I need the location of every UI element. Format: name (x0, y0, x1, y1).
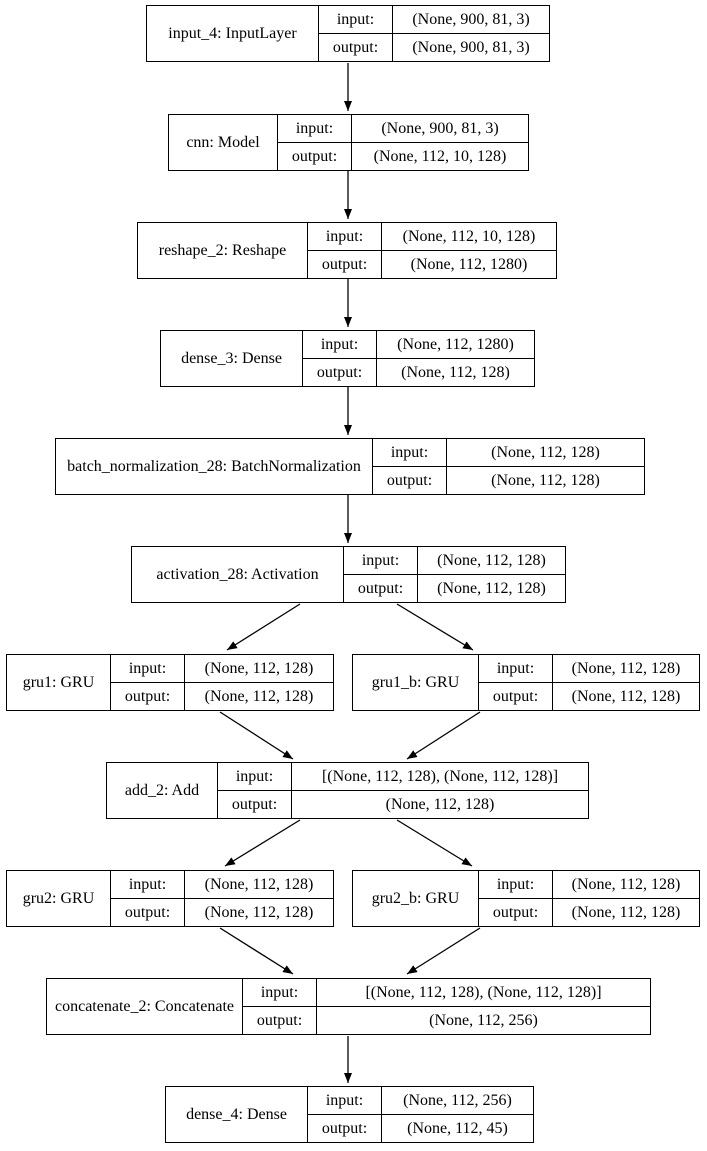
input-shape: (None, 112, 128) (571, 659, 681, 677)
node-batch_normalization_28: batch_normalization_28: BatchNormalizati… (55, 438, 645, 495)
input-label: input: (308, 223, 382, 250)
edge-activation-gru1_b (396, 603, 474, 651)
input-shape: (None, 112, 128) (571, 875, 681, 893)
input-label: input: (479, 871, 553, 898)
output-shape: (None, 112, 128) (204, 903, 314, 921)
input-shape: (None, 112, 1280) (397, 335, 514, 353)
input-label: input: (373, 439, 447, 466)
output-shape: (None, 112, 128) (571, 687, 681, 705)
input-shape: (None, 112, 128) (204, 875, 314, 893)
input-shape: [(None, 112, 128), (None, 112, 128)] (321, 767, 559, 785)
input-label: input: (111, 655, 185, 682)
output-label: output: (479, 683, 553, 710)
output-shape: (None, 112, 128) (491, 471, 600, 489)
output-shape: (None, 112, 128) (385, 795, 495, 813)
layer-name: concatenate_2: Concatenate (47, 979, 243, 1034)
node-cnn: cnn: Model input: (None, 900, 81, 3) out… (168, 114, 529, 171)
node-input_4: input_4: InputLayer input: (None, 900, 8… (146, 5, 550, 62)
edge-add_2-gru2_b (396, 819, 473, 867)
layer-name: reshape_2: Reshape (138, 223, 308, 278)
node-dense_3: dense_3: Dense input: (None, 112, 1280) … (160, 330, 535, 387)
input-label: input: (243, 979, 317, 1006)
input-shape: (None, 112, 128) (204, 659, 314, 677)
output-label: output: (344, 575, 418, 602)
output-label: output: (111, 683, 185, 710)
layer-name: gru2: GRU (7, 871, 111, 926)
output-shape: (None, 112, 256) (429, 1011, 538, 1029)
output-label: output: (373, 467, 447, 494)
output-label: output: (303, 359, 377, 386)
input-shape: (None, 112, 256) (403, 1091, 512, 1109)
layer-name: cnn: Model (169, 115, 278, 170)
output-label: output: (308, 251, 382, 278)
output-label: output: (308, 1115, 382, 1142)
input-label: input: (319, 6, 393, 33)
node-dense_4: dense_4: Dense input: (None, 112, 256) o… (165, 1086, 534, 1143)
node-gru2_b: gru2_b: GRU input: (None, 112, 128) outp… (352, 870, 700, 927)
input-label: input: (308, 1087, 382, 1114)
input-shape: (None, 112, 10, 128) (402, 227, 536, 245)
node-gru2: gru2: GRU input: (None, 112, 128) output… (6, 870, 334, 927)
output-shape: (None, 112, 128) (437, 579, 546, 597)
output-label: output: (278, 143, 352, 170)
node-gru1: gru1: GRU input: (None, 112, 128) output… (6, 654, 334, 711)
edge-gru2_b-concatenate_2 (406, 927, 481, 975)
input-label: input: (278, 115, 352, 142)
edge-activation-gru1 (226, 603, 301, 651)
input-shape: (None, 900, 81, 3) (381, 119, 499, 137)
node-concatenate_2: concatenate_2: Concatenate input: [(None… (46, 978, 651, 1035)
output-label: output: (243, 1007, 317, 1034)
input-label: input: (344, 547, 418, 574)
output-label: output: (319, 34, 393, 61)
layer-name: gru1: GRU (7, 655, 111, 710)
edge-add_2-gru2 (224, 819, 301, 867)
edge-gru1_b-add_2 (406, 711, 481, 760)
output-shape: (None, 900, 81, 3) (412, 38, 530, 56)
node-reshape_2: reshape_2: Reshape input: (None, 112, 10… (137, 222, 557, 279)
output-shape: (None, 112, 128) (571, 903, 681, 921)
output-shape: (None, 112, 128) (401, 363, 510, 381)
layer-name: dense_3: Dense (161, 331, 303, 386)
input-label: input: (111, 871, 185, 898)
edge-gru1-add_2 (219, 711, 294, 760)
layer-name: gru2_b: GRU (353, 871, 479, 926)
layer-name: gru1_b: GRU (353, 655, 479, 710)
layer-name: batch_normalization_28: BatchNormalizati… (56, 439, 373, 494)
layer-name: activation_28: Activation (132, 547, 344, 602)
output-shape: (None, 112, 45) (407, 1119, 508, 1137)
layer-name: input_4: InputLayer (147, 6, 319, 61)
node-gru1_b: gru1_b: GRU input: (None, 112, 128) outp… (352, 654, 700, 711)
edge-gru2-concatenate_2 (219, 927, 294, 975)
output-label: output: (479, 899, 553, 926)
output-label: output: (111, 899, 185, 926)
input-shape: (None, 112, 128) (437, 551, 546, 569)
layer-name: dense_4: Dense (166, 1087, 308, 1142)
input-label: input: (303, 331, 377, 358)
layer-name: add_2: Add (107, 763, 218, 818)
input-label: input: (479, 655, 553, 682)
input-label: input: (218, 763, 292, 790)
output-shape: (None, 112, 1280) (410, 255, 528, 273)
input-shape: [(None, 112, 128), (None, 112, 128)] (365, 983, 602, 1001)
input-shape: (None, 112, 128) (491, 443, 600, 461)
node-activation_28: activation_28: Activation input: (None, … (131, 546, 566, 603)
input-shape: (None, 900, 81, 3) (412, 10, 530, 28)
node-add_2: add_2: Add input: [(None, 112, 128), (No… (106, 762, 589, 819)
output-label: output: (218, 791, 292, 818)
output-shape: (None, 112, 10, 128) (373, 147, 507, 165)
output-shape: (None, 112, 128) (204, 687, 314, 705)
